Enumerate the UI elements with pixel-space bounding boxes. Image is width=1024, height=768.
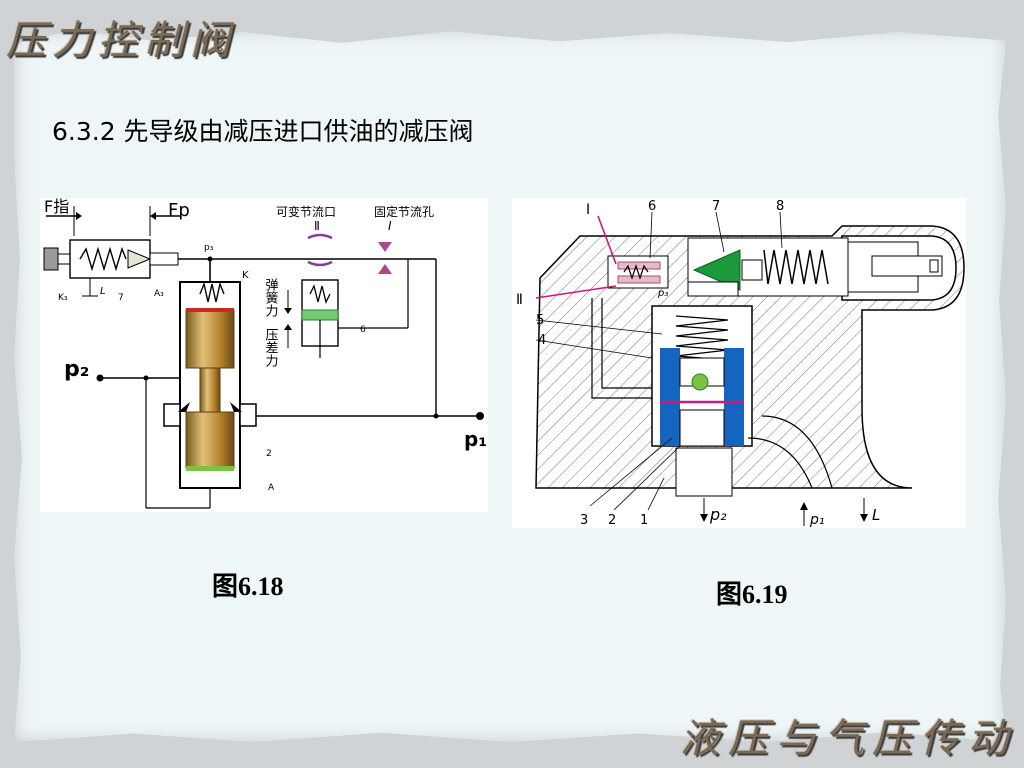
label-p2-fig18: p₂ (64, 357, 89, 382)
label-fp: Fp (168, 200, 190, 221)
pilot-cone-green (692, 249, 741, 291)
pilot-piston-green (301, 309, 339, 321)
label-roman1-fig18: I (388, 219, 392, 233)
pressure-reducing-valve-section: I 6 7 8 p₃ Ⅱ 5 4 3 2 1 p₂ p₁ L (516, 199, 965, 528)
label-l-fig18: L (100, 286, 106, 297)
fixed-orifice-top (378, 242, 392, 252)
fixed-orifice-bottom (378, 264, 392, 274)
label-p3-fig19: p₃ (657, 288, 668, 299)
label-p1-fig19: p₁ (809, 512, 825, 528)
section-heading: 6.3.2 先导级由减压进口供油的减压阀 (52, 117, 474, 146)
footer-title: 液压与气压传动 (680, 716, 1016, 762)
label-2-fig19: 2 (608, 513, 616, 528)
label-8-fig19: 8 (776, 199, 784, 214)
sleeve-left-blue (660, 348, 680, 416)
label-3-fig19: 3 (580, 513, 588, 528)
label-roman2-fig19: Ⅱ (516, 292, 523, 308)
spool-lower-land (185, 411, 235, 469)
main-spring (199, 281, 225, 303)
damping-ball (691, 373, 709, 391)
label-roman1-fig19: I (586, 202, 590, 218)
label-4-fig19: 4 (538, 333, 546, 348)
pilot-spring-8 (763, 249, 829, 285)
pink-pointer-I (597, 215, 617, 265)
figure-6-18: F指 Fp p₃ 可变节流口 Ⅱ 固定节流孔 I 弹簧力 压差力 K K₃ L … (40, 197, 488, 512)
adjust-knob (43, 247, 59, 271)
label-f-pilot: F指 (44, 198, 69, 216)
label-l-fig19: L (872, 506, 880, 524)
label-a3: A₃ (154, 289, 164, 299)
label-p3: p₃ (204, 243, 214, 253)
label-p1-fig18: p₁ (464, 427, 487, 451)
label-7-fig19: 7 (712, 199, 720, 214)
label-6-fig18: 6 (360, 325, 366, 335)
label-pressure-diff-force: 压差力 (263, 328, 279, 368)
label-fixed-orifice: 固定节流孔 (374, 204, 434, 219)
label-7-fig18: 7 (118, 293, 124, 303)
spool-upper-land (185, 309, 235, 369)
caption-figure-6-19: 图6.19 (716, 580, 788, 609)
label-5-fig19: 5 (536, 313, 544, 328)
label-6-fig19: 6 (648, 199, 656, 214)
sleeve-right-blue (724, 348, 744, 416)
label-p2-fig19: p₂ (709, 505, 727, 524)
pilot-spring (79, 246, 127, 272)
label-variable-orifice: 可变节流口 (276, 204, 336, 219)
label-spring-force: 弹簧力 (263, 278, 279, 318)
corner-title: 压力控制阀 (6, 18, 236, 64)
label-roman2-fig18: Ⅱ (314, 219, 320, 233)
pink-pointer-II (535, 285, 617, 299)
label-k: K (242, 270, 249, 281)
label-k3: K₃ (58, 293, 68, 303)
pilot-poppet (127, 249, 152, 269)
spool-neck (199, 367, 221, 413)
label-1-fig19: 1 (640, 513, 648, 528)
label-a: A (268, 483, 275, 493)
pressure-reducing-valve-schematic: F指 Fp p₃ 可变节流口 Ⅱ 固定节流孔 I 弹簧力 压差力 K K₃ L … (43, 197, 487, 509)
label-2-fig18: 2 (266, 449, 272, 459)
figure-6-19: I 6 7 8 p₃ Ⅱ 5 4 3 2 1 p₂ p₁ L (512, 198, 966, 528)
caption-figure-6-18: 图6.18 (212, 572, 284, 601)
